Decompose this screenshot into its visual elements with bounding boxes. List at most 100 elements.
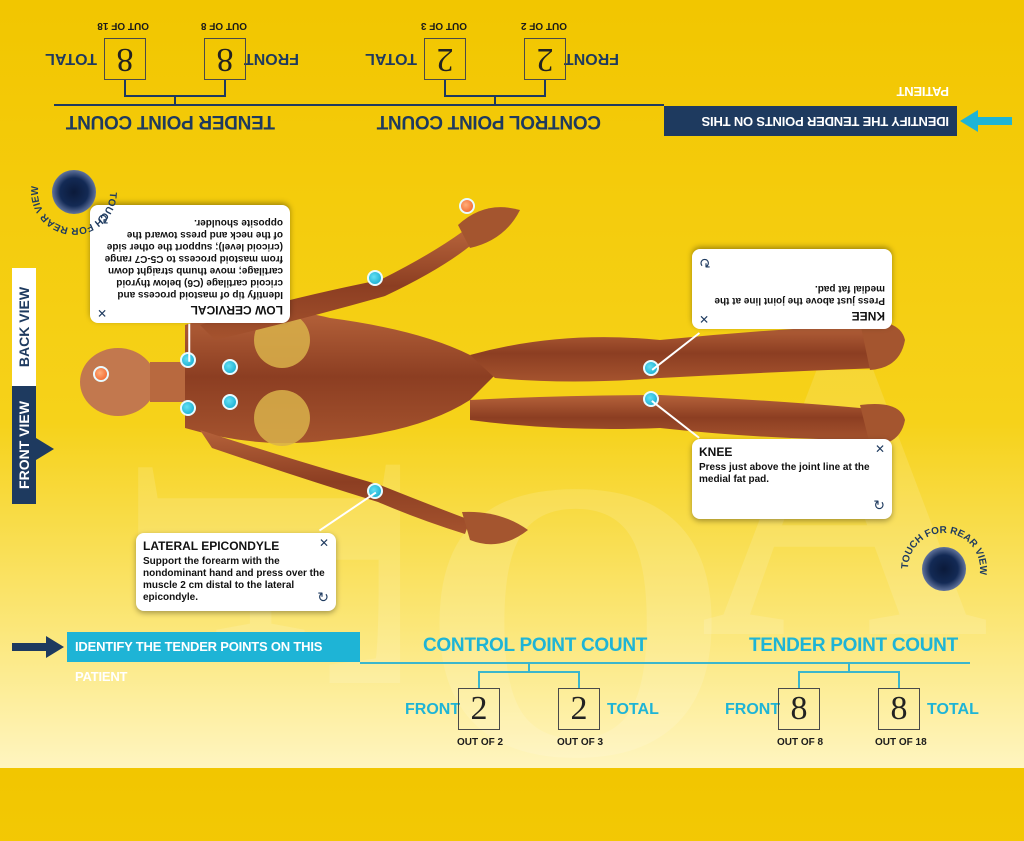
control-point-head[interactable] [93, 366, 109, 382]
tender-total-outof: OUT OF 18 [875, 737, 927, 748]
tender-count-title: TENDER POINT COUNT [749, 635, 958, 656]
svg-text:TOUCH FOR REAR VIEW: TOUCH FOR REAR VIEW [900, 525, 988, 576]
card-description: Identify tip of mastoid process and cric… [104, 217, 283, 300]
tender-point-second-rib-upper[interactable] [222, 359, 238, 375]
tender-total-value-mirrored: 8 [104, 38, 146, 80]
card-lateral-epicondyle[interactable]: LATERAL EPICONDYLE Support the forearm w… [136, 533, 336, 611]
top-hud-mirrored: IDENTIFY THE TENDER POINTS ON THIS PATIE… [0, 0, 1024, 384]
tender-front-value: 8 [778, 688, 820, 730]
control-front-value-mirrored: 2 [524, 38, 566, 80]
card-description: Support the forearm with the nondominant… [143, 556, 325, 603]
identify-banner-mirrored: IDENTIFY THE TENDER POINTS ON THIS PATIE… [664, 84, 957, 136]
tender-count-title-mirrored: TENDER POINT COUNT [66, 111, 275, 132]
tender-front-value-mirrored: 8 [204, 38, 246, 80]
connector [578, 671, 580, 688]
control-front-label: FRONT [405, 701, 461, 718]
rotate-icon[interactable]: ↻ [317, 589, 329, 605]
close-icon[interactable]: ✕ [699, 312, 710, 326]
connector [544, 80, 546, 97]
rear-view-button[interactable]: TOUCH FOR REAR VIEW [900, 525, 988, 613]
close-icon[interactable]: ✕ [874, 442, 885, 456]
head [80, 348, 156, 416]
control-front-outof: OUT OF 2 [457, 737, 504, 748]
close-icon[interactable]: ✕ [97, 306, 108, 320]
tender-front-label: FRONT [725, 701, 781, 718]
foot-lower [860, 404, 905, 446]
tender-point-low-cervical-upper[interactable] [180, 352, 196, 368]
card-title: KNEE [851, 309, 885, 323]
connector [124, 80, 126, 97]
card-title: KNEE [699, 445, 733, 459]
arm-lower [200, 430, 470, 534]
view-tabs: BACK VIEW FRONT VIEW [12, 268, 56, 504]
card-knee-mirrored[interactable]: KNEE Press just above the joint line at … [692, 249, 892, 329]
connector [798, 671, 800, 688]
tender-front-outof-mirrored: OUT OF 8 [200, 20, 247, 31]
foot-upper [860, 321, 905, 370]
tab-back-view[interactable]: BACK VIEW [12, 268, 36, 386]
tender-point-low-cervical-lower[interactable] [180, 400, 196, 416]
control-front-value: 2 [458, 688, 500, 730]
connector [174, 96, 176, 106]
tender-total-label-mirrored: TOTAL [45, 50, 97, 67]
hand-upper [458, 207, 520, 248]
control-total-label-mirrored: TOTAL [365, 50, 417, 67]
tender-front-outof: OUT OF 8 [777, 737, 824, 748]
arrow-right-icon [960, 110, 1012, 132]
tender-total-outof-mirrored: OUT OF 18 [97, 20, 149, 31]
card-low-cervical-mirrored[interactable]: LOW CERVICAL Identify tip of mastoid pro… [90, 205, 290, 323]
card-description: Press just above the joint line at the m… [714, 283, 885, 306]
connector [478, 671, 580, 673]
tab-label: FRONT VIEW [16, 401, 33, 489]
control-total-outof-mirrored: OUT OF 3 [420, 20, 467, 31]
tender-total-label: TOTAL [927, 701, 979, 718]
control-total-outof: OUT OF 3 [557, 737, 604, 748]
identify-banner: IDENTIFY THE TENDER POINTS ON THIS PATIE… [67, 632, 360, 684]
tab-front-view[interactable]: FRONT VIEW [12, 386, 36, 504]
control-point-hand[interactable] [459, 198, 475, 214]
rotate-icon[interactable]: ↻ [873, 497, 885, 513]
rear-view-button-mirrored[interactable]: TOUCH FOR REAR VIEW [30, 148, 118, 236]
hand-lower [462, 511, 528, 545]
connector [848, 662, 850, 672]
divider [54, 104, 664, 106]
connector [798, 671, 900, 673]
control-front-outof-mirrored: OUT OF 2 [520, 20, 567, 31]
rotate-icon[interactable]: ↻ [699, 255, 711, 271]
control-total-value-mirrored: 2 [424, 38, 466, 80]
leg-upper [470, 325, 880, 382]
breast [254, 390, 310, 446]
rear-view-disk [922, 547, 966, 591]
connector [124, 95, 226, 97]
connector [444, 95, 546, 97]
control-total-label: TOTAL [607, 701, 659, 718]
tender-front-label-mirrored: FRONT [243, 50, 299, 67]
tender-point-second-rib-lower[interactable] [222, 394, 238, 410]
connector [444, 80, 446, 97]
connector [528, 662, 530, 672]
card-knee[interactable]: KNEE Press just above the joint line at … [692, 439, 892, 519]
svg-text:TOUCH FOR REAR VIEW: TOUCH FOR REAR VIEW [30, 185, 118, 236]
control-total-value: 2 [558, 688, 600, 730]
rear-view-ring-text: TOUCH FOR REAR VIEW [30, 185, 118, 236]
tab-label: BACK VIEW [16, 286, 32, 368]
tab-pointer [36, 438, 54, 460]
control-count-title: CONTROL POINT COUNT [423, 635, 648, 656]
control-count-title-mirrored: CONTROL POINT COUNT [376, 111, 601, 132]
divider [360, 662, 970, 664]
close-icon[interactable]: ✕ [318, 536, 329, 550]
connector [224, 80, 226, 97]
tender-point-knee-upper[interactable] [643, 360, 659, 376]
card-description: Press just above the joint line at the m… [699, 462, 870, 485]
control-front-label-mirrored: FRONT [563, 50, 619, 67]
tender-total-value: 8 [878, 688, 920, 730]
card-title: LATERAL EPICONDYLE [143, 539, 280, 553]
card-title: LOW CERVICAL [190, 303, 283, 317]
connector [478, 671, 480, 688]
connector [494, 96, 496, 106]
arrow-right-icon [12, 636, 64, 658]
rear-view-ring-text: TOUCH FOR REAR VIEW [900, 525, 988, 576]
connector [898, 671, 900, 688]
tender-point-epicondyle-upper[interactable] [367, 270, 383, 286]
neck [150, 362, 190, 402]
